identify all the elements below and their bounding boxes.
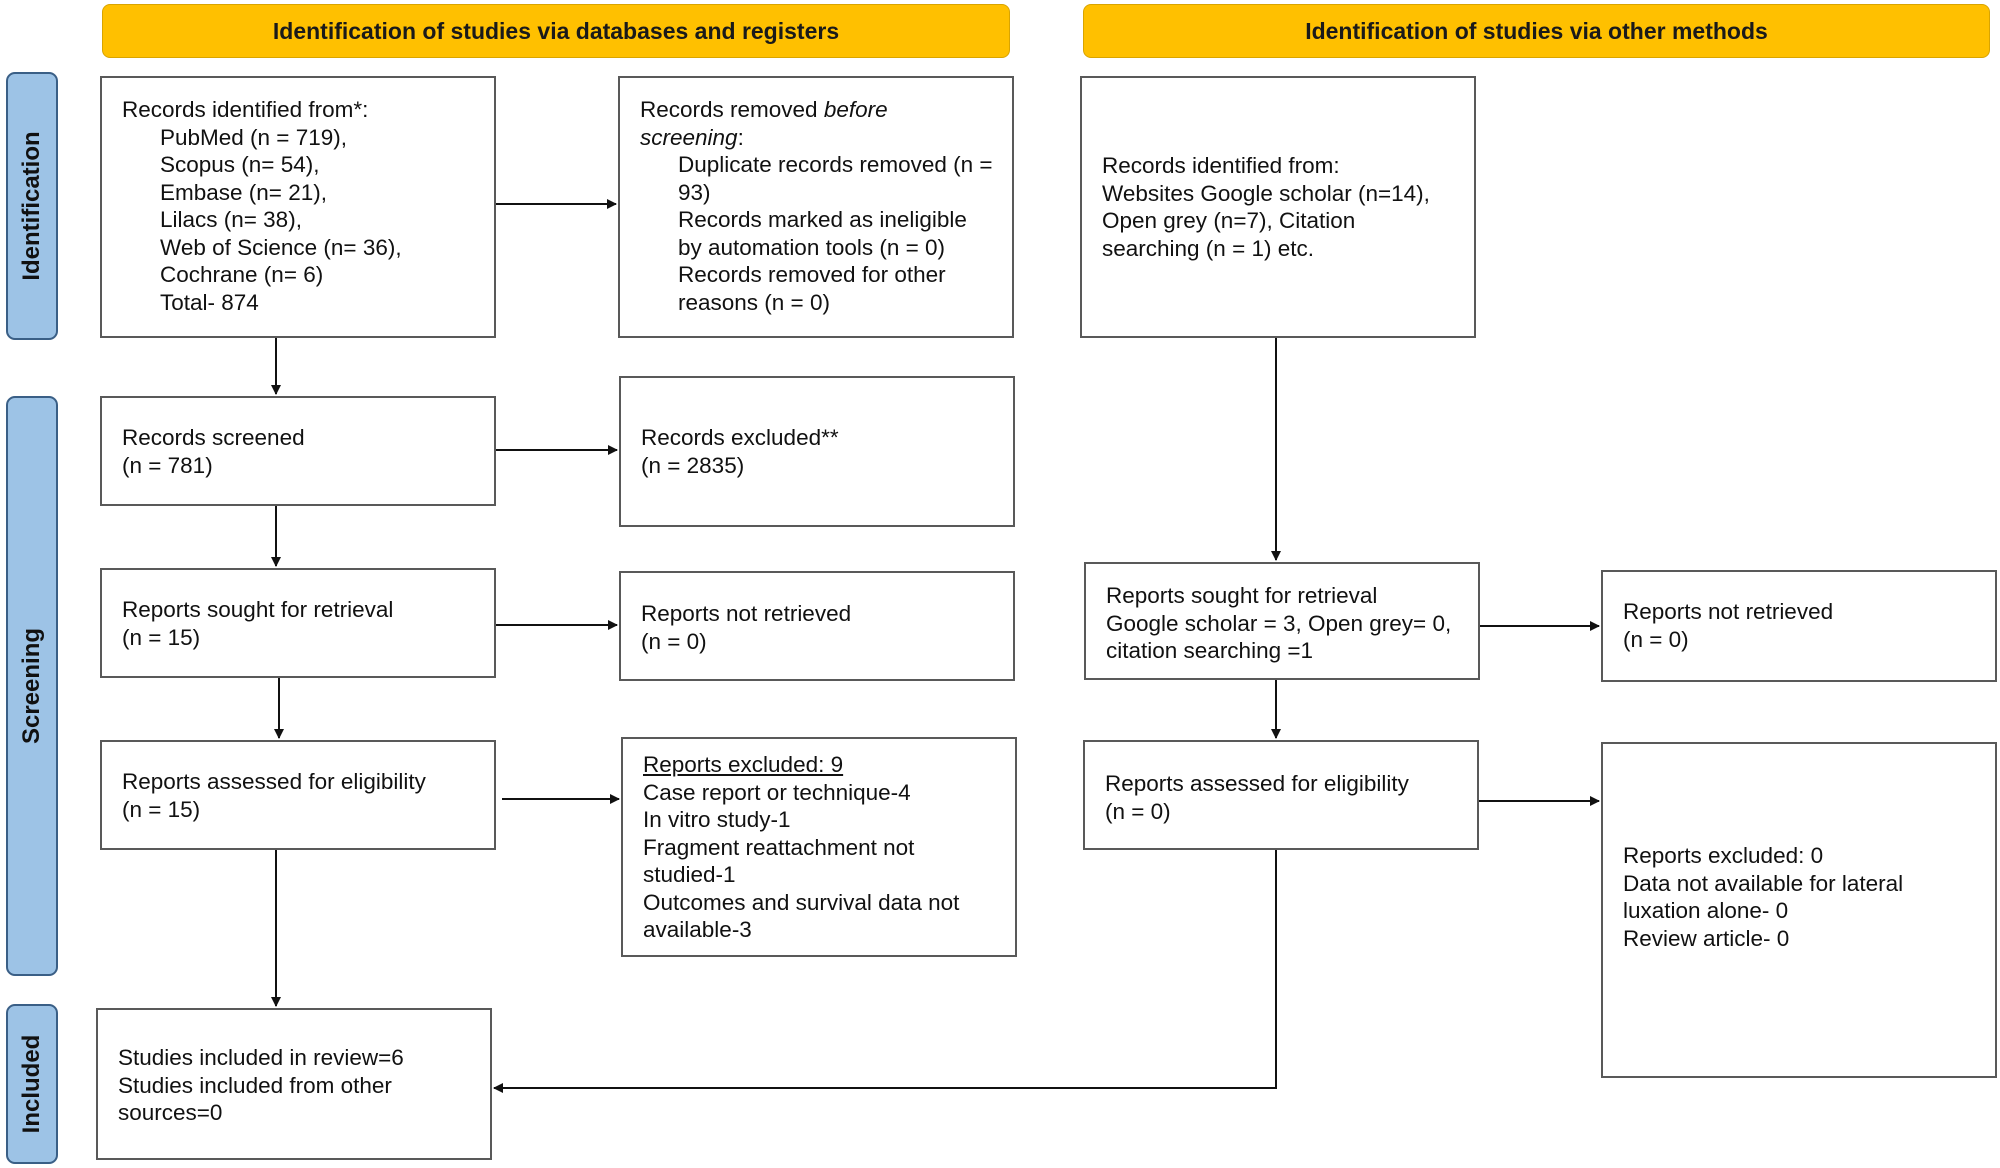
reports-sought-title: Reports sought for retrieval [122,597,394,622]
records-excluded-box: Records excluded** (n = 2835) [619,376,1015,527]
records-screened-box: Records screened (n = 781) [100,396,496,506]
records-identified-intro: Records identified from*: [122,97,369,122]
records-screened-value: (n = 781) [122,452,213,478]
duplicates-removed: Duplicate records removed (n = 93) [678,152,993,205]
source-total: Total- 874 [160,289,259,315]
other-reports-assessed-box: Reports assessed for eligibility (n = 0) [1083,740,1479,850]
header-databases: Identification of studies via databases … [102,4,1010,58]
records-identified-box: Records identified from*: PubMed (n = 71… [100,76,496,338]
reports-sought-box: Reports sought for retrieval (n = 15) [100,568,496,678]
other-excluded-lateral-luxation: Data not available for lateral luxation … [1623,870,1904,924]
source-cochrane: Cochrane (n= 6) [160,262,324,287]
phase-screening: Screening [6,396,58,976]
excluded-outcomes: Outcomes and survival data not available… [643,889,960,943]
reports-assessed-title: Reports assessed for eligibility [122,769,426,794]
other-reports-sought-box: Reports sought for retrieval Google scho… [1084,562,1480,680]
studies-included-box: Studies included in review=6 Studies inc… [96,1008,492,1160]
other-reports-not-retrieved-value: (n = 0) [1623,626,1689,652]
reports-excluded-title: Reports excluded: 9 [643,752,844,777]
records-excluded-title: Records excluded** [641,425,839,450]
records-removed-intro: Records removed before screening: [640,97,888,150]
reports-not-retrieved-value: (n = 0) [641,628,707,654]
records-excluded-value: (n = 2835) [641,452,745,478]
source-pubmed: PubMed (n = 719), [160,124,347,150]
excluded-case-report: Case report or technique-4 [643,779,911,805]
other-reports-excluded-box: Reports excluded: 0 Data not available f… [1601,742,1997,1078]
automation-ineligible: Records marked as ineligible by automati… [678,207,967,260]
reports-assessed-box: Reports assessed for eligibility (n = 15… [100,740,496,850]
other-reports-sought-title: Reports sought for retrieval [1106,583,1378,608]
records-screened-title: Records screened [122,425,305,450]
other-records-identified-box: Records identified from: Websites Google… [1080,76,1476,338]
arrow-other-assessed-to-included [493,850,1277,1093]
reports-assessed-value: (n = 15) [122,796,201,822]
reports-not-retrieved-title: Reports not retrieved [641,601,852,626]
other-reports-not-retrieved-title: Reports not retrieved [1623,599,1834,624]
header-other-methods: Identification of studies via other meth… [1083,4,1990,58]
studies-included-review: Studies included in review=6 [118,1045,404,1070]
source-embase: Embase (n= 21), [160,179,327,205]
phase-included: Included [6,1004,58,1164]
other-records-sources: Websites Google scholar (n=14), Open gre… [1102,180,1430,261]
studies-included-other: Studies included from other sources=0 [118,1072,392,1126]
source-scopus: Scopus (n= 54), [160,152,320,177]
other-reports-sought-detail: Google scholar = 3, Open grey= 0, citati… [1106,610,1452,664]
source-lilacs: Lilacs (n= 38), [160,207,302,232]
reports-sought-value: (n = 15) [122,624,201,650]
other-records-identified-intro: Records identified from: [1102,153,1340,178]
other-reports-assessed-title: Reports assessed for eligibility [1105,771,1409,796]
reports-not-retrieved-box: Reports not retrieved (n = 0) [619,571,1015,681]
excluded-in-vitro: In vitro study-1 [643,807,791,832]
other-reports-excluded-title: Reports excluded: 0 [1623,843,1824,868]
source-web-of-science: Web of Science (n= 36), [160,234,402,260]
phase-identification: Identification [6,72,58,340]
other-reports-not-retrieved-box: Reports not retrieved (n = 0) [1601,570,1997,682]
reports-excluded-box: Reports excluded: 9 Case report or techn… [621,737,1017,957]
records-removed-box: Records removed before screening: Duplic… [618,76,1014,338]
other-excluded-review-article: Review article- 0 [1623,925,1790,951]
other-reports-assessed-value: (n = 0) [1105,798,1171,824]
other-reasons-removed: Records removed for other reasons (n = 0… [678,262,946,315]
excluded-fragment: Fragment reattachment not studied-1 [643,834,915,888]
